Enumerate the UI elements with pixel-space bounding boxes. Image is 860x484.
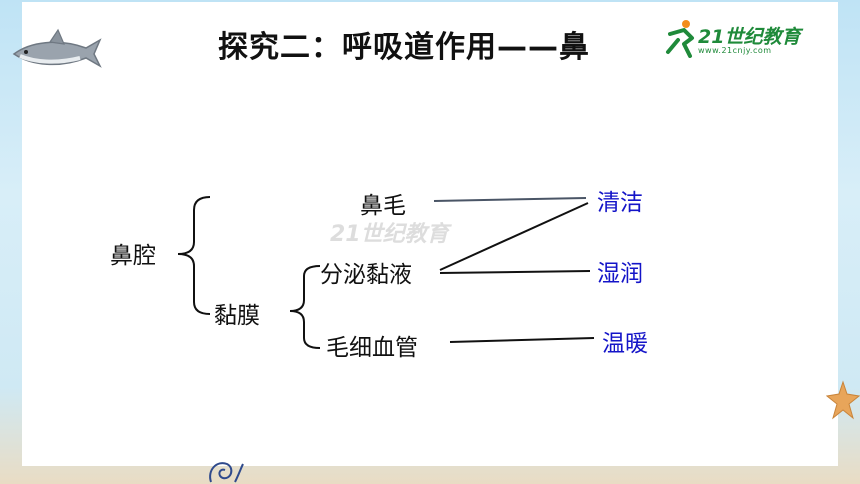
- node-capillaries: 毛细血管: [326, 335, 418, 361]
- starfish-icon: [826, 380, 860, 420]
- function-moisten: 湿润: [597, 261, 643, 287]
- line-nose-hair-clean: [433, 197, 587, 202]
- node-nasal-cavity: 鼻腔: [110, 243, 156, 269]
- brand-logo: 21世纪教育 www.21cnjy.com: [664, 18, 814, 62]
- slide-canvas: [22, 2, 838, 466]
- node-secrete-mucus: 分泌黏液: [320, 262, 412, 288]
- logo-text: 21世纪教育: [698, 26, 801, 48]
- line-mucus-moisten: [439, 270, 591, 274]
- line-mucus-clean: [439, 202, 589, 271]
- page-title: 探究二：呼吸道作用——鼻: [218, 30, 590, 65]
- watermark-logo: 21世纪教育: [330, 222, 449, 247]
- root-brace: [177, 196, 211, 315]
- shark-icon: [12, 28, 102, 68]
- node-nose-hair: 鼻毛: [360, 193, 406, 219]
- runner-icon: [666, 20, 694, 58]
- line-capillary-warm: [449, 337, 595, 343]
- logo-url: www.21cnjy.com: [698, 46, 772, 55]
- node-mucosa: 黏膜: [214, 303, 260, 329]
- function-warm: 温暖: [602, 331, 648, 357]
- function-clean: 清洁: [597, 190, 643, 216]
- mucosa-brace: [289, 265, 321, 349]
- shell-icon: [209, 462, 244, 483]
